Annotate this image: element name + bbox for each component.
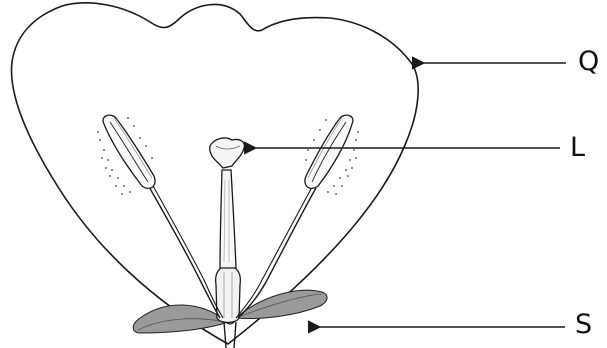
label-l: L — [570, 134, 585, 161]
left-anther — [97, 115, 155, 195]
petal-outline — [11, 3, 418, 344]
label-s: S — [575, 311, 592, 338]
label-q: Q — [578, 48, 599, 75]
right-anther — [305, 115, 359, 195]
ovary — [216, 266, 241, 323]
style — [220, 170, 236, 268]
stigma — [210, 138, 245, 168]
